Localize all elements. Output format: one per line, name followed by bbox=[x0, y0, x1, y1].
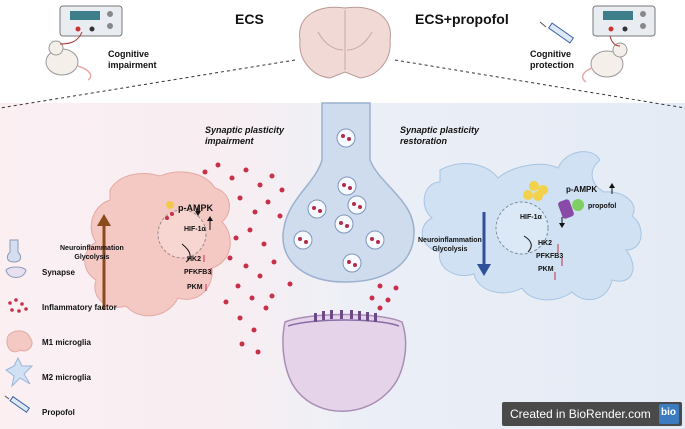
biorender-badge[interactable] bbox=[502, 402, 682, 426]
right-side-label: Neuroinflammation Glycolysis bbox=[418, 237, 482, 253]
left-pkm-label: PKM bbox=[187, 284, 203, 291]
cognitive-impairment-label: Cognitive impairment bbox=[108, 49, 157, 70]
m1-pathway-markers bbox=[165, 201, 213, 291]
brain-section-icon bbox=[299, 6, 391, 79]
presynaptic-neuron bbox=[282, 102, 415, 283]
legend-m2-icon bbox=[5, 356, 34, 388]
cognitive-protection-label: Cognitive protection bbox=[530, 49, 574, 70]
legend-synapse-icon bbox=[5, 239, 27, 278]
legend-inflammatory-label: Inflammatory factor bbox=[42, 303, 117, 312]
legend-m2-label: M2 microglia bbox=[42, 373, 91, 382]
left-panel-heading: Synaptic plasticity impairment bbox=[205, 125, 285, 146]
biorender-badge-text: Created in BioRender.com bbox=[510, 407, 651, 421]
left-side-label: Neuroinflammation Glycolysis bbox=[60, 245, 124, 261]
rat-left-icon bbox=[45, 31, 92, 81]
m2-microglia-cell bbox=[421, 151, 642, 301]
rat-right-icon bbox=[581, 35, 628, 83]
legend-inflammatory-icon bbox=[8, 298, 28, 313]
right-panel-heading: Synaptic plasticity restoration bbox=[400, 125, 480, 146]
biorender-logo-icon bbox=[659, 404, 679, 424]
inflammatory-factor-dots bbox=[202, 162, 399, 355]
ecs-device-right-icon bbox=[592, 5, 656, 37]
m1-microglia-cell bbox=[84, 171, 231, 317]
header-left-title: ECS bbox=[235, 11, 264, 27]
postsynaptic-neuron bbox=[282, 310, 407, 412]
legend-m1-icon bbox=[6, 330, 33, 353]
right-pampk-label: p-AMPK bbox=[566, 185, 598, 194]
dashed-line-right bbox=[394, 59, 685, 109]
right-hif-label: HIF-1α bbox=[520, 214, 542, 221]
left-hk2-label: HK2 bbox=[187, 256, 202, 263]
m2-pathway-markers bbox=[523, 181, 615, 280]
left-pampk-label: p-AMPK bbox=[178, 203, 213, 213]
up-arrow-icon bbox=[97, 214, 111, 310]
right-pfkfb3-label: PFKFB3 bbox=[536, 253, 564, 260]
dashed-line-left bbox=[0, 59, 296, 109]
down-arrow-icon bbox=[477, 212, 491, 276]
legend-m1-label: M1 microglia bbox=[42, 338, 91, 347]
header-right-title: ECS+propofol bbox=[415, 11, 509, 27]
biorender-logo-text: bio bbox=[661, 407, 676, 418]
legend-synapse-label: Synapse bbox=[42, 268, 75, 277]
left-hif-label: HIF-1α bbox=[184, 226, 206, 233]
ecs-device-icon bbox=[59, 5, 123, 37]
legend-propofol-label: Propofol bbox=[42, 408, 75, 417]
right-pkm-label: PKM bbox=[538, 266, 554, 273]
right-hk2-label: HK2 bbox=[538, 240, 553, 247]
legend-propofol-icon bbox=[4, 395, 31, 413]
right-propofol-label: propofol bbox=[588, 203, 617, 210]
syringe-header-icon bbox=[539, 21, 575, 44]
left-pfkfb3-label: PFKFB3 bbox=[184, 269, 212, 276]
